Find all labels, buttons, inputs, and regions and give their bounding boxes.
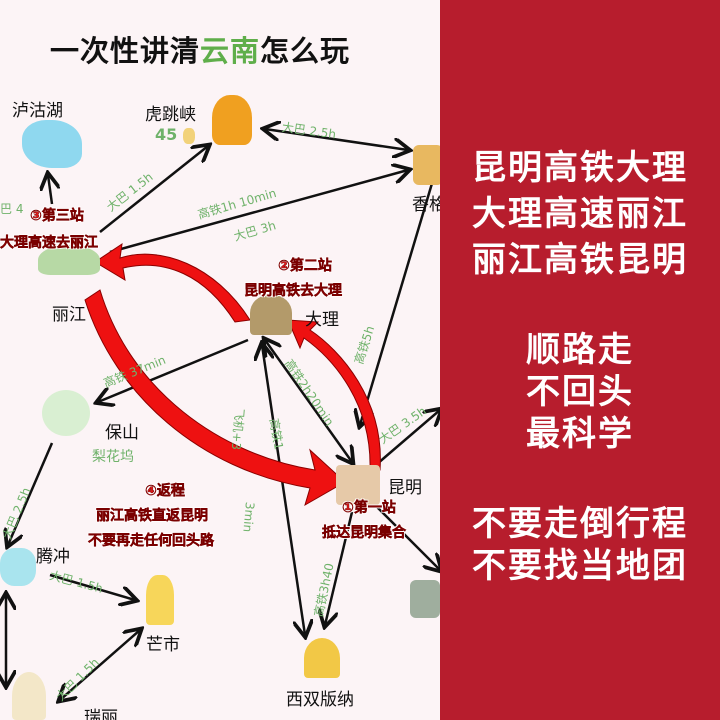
callout-stop3-title: ③第三站 [30,208,84,225]
arrow-ms-rl [60,630,140,700]
callout-stop2-text: 昆明高铁去大理 [244,283,343,300]
place-baoshan: 保山 [105,423,139,443]
arrow-htx-xgll [265,129,408,150]
place-dali: 大理 [305,310,339,330]
arrow-lj-xgll [109,170,408,254]
summary-line: 顺路走 [526,330,634,370]
place-mangshi: 芒市 [146,635,180,655]
summary-line: 不要走倒行程 [472,504,688,544]
arrow-km-xsbn [325,511,354,625]
edge-label-dl-xsbn-air: 飞机+3 [228,407,247,451]
summary-line: 丽江高铁昆明 [472,240,688,280]
arrow-dl-bs [98,338,249,402]
ticket-price: 45 [155,125,178,144]
red-arrow-lijiang-kunming [84,289,346,507]
place-xianggelila: 香格 [412,195,440,215]
title-text: 一次性讲清 [50,34,201,68]
callout-stop2-title: ②第二站 [278,258,332,275]
place-xishuangbanna: 西双版纳 [286,690,354,710]
hotspring-icon [0,548,36,586]
edge-label-lj-lgh: 巴 4 [0,202,24,216]
tiger-icon [212,95,252,145]
place-luguhu: 泸沽湖 [12,101,63,121]
money-bag-icon [183,128,195,144]
title-highlight: 云南 [200,34,261,68]
callout-return-line1: 丽江高铁直返昆明 [96,508,209,525]
temple-icon [413,145,440,185]
arrow-tc-ms [49,573,135,600]
dali-building-icon [250,295,292,335]
route-arrows [0,0,440,720]
arrow-dl-xsbn [262,345,305,635]
summary-line: 最科学 [526,414,634,454]
stupa-icon [12,672,46,720]
summary-line: 昆明高铁大理 [472,148,688,188]
arrow-bs-tc [8,442,54,545]
place-kunming: 昆明 [388,478,422,498]
page-title: 一次性讲清云南怎么玩 [50,28,350,70]
place-ruili: 瑞丽 [84,708,118,720]
summary-line: 不回头 [526,372,634,412]
arrow-km-se [374,504,440,570]
thai-temple-icon [304,638,340,678]
place-hutiaoxia: 虎跳峡 [145,105,196,125]
edge-label-min: 3min [240,501,257,533]
callout-stop1-text: 抵达昆明集合 [322,525,407,542]
city-buildings-icon [410,580,440,618]
callout-stop1-title: ①第一站 [342,500,396,517]
place-tengchong: 腾冲 [36,547,70,567]
red-arrow-dali-lijiang [94,242,251,323]
callout-stop3-text: 大理高速去丽江 [0,235,98,252]
route-map: 一次性讲清云南怎么玩 泸沽湖 虎跳峡 45 香格 丽江 大理 保山 梨花坞 昆明… [0,0,440,720]
place-lihuawu: 梨花坞 [92,449,134,465]
summary-line: 不要找当地团 [472,546,688,586]
black-arrows [6,129,440,700]
pear-flower-icon [42,390,90,436]
pagoda-icon [146,575,174,625]
summary-line: 大理高速丽江 [472,194,688,234]
title-text-end: 怎么玩 [260,34,351,68]
summary-panel: 昆明高铁大理 大理高速丽江 丽江高铁昆明 顺路走 不回头 最科学 不要走倒行程 … [440,0,720,720]
arrow-xgll-km [360,179,435,425]
archway-icon [336,465,380,505]
arrow-km-east [369,410,440,471]
arrow-lj-lgh [48,175,52,205]
waterwheel-icon [38,245,100,275]
arrow-lj-htx [99,146,208,233]
callout-return-line2: 不要再走任何回头路 [88,533,215,550]
place-lijiang: 丽江 [52,305,86,325]
lake-icon [22,120,82,168]
callout-return-title: ④返程 [145,483,185,500]
